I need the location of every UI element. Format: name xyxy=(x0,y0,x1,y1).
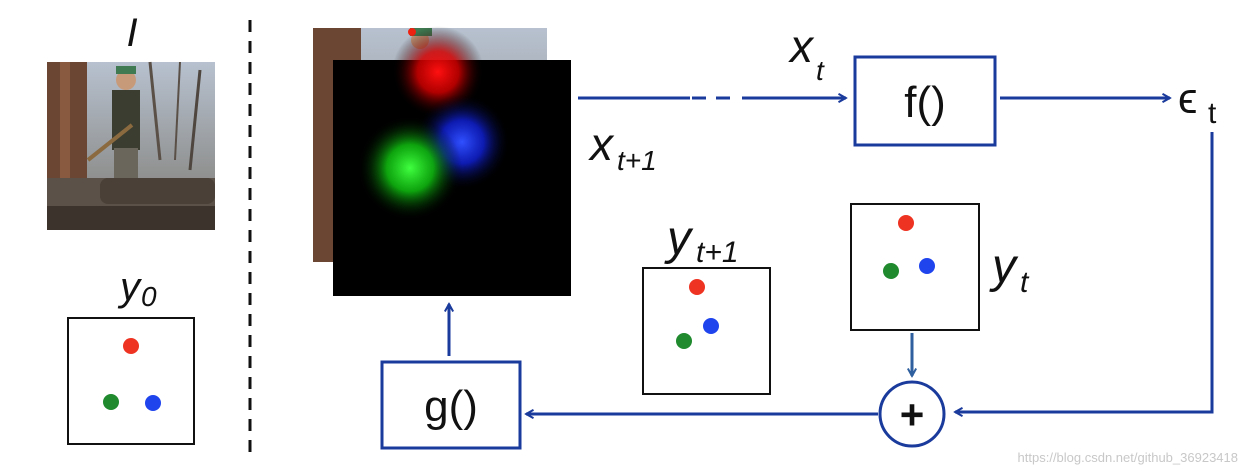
image-label: I xyxy=(126,11,137,55)
yt1-red-dot xyxy=(689,279,705,295)
y0-red-dot xyxy=(123,338,139,354)
yt-green-dot xyxy=(883,263,899,279)
eps-subscript: t xyxy=(1208,97,1217,130)
xt-subscript: t xyxy=(816,55,825,86)
y0-blue-dot xyxy=(145,395,161,411)
xt1-label: x xyxy=(588,118,615,170)
watermark-text: https://blog.csdn.net/github_36923418 xyxy=(1018,450,1238,465)
y0-keypoint-box xyxy=(68,318,194,444)
f-label: f() xyxy=(904,78,946,127)
yt-blue-dot xyxy=(919,258,935,274)
xt-label: x xyxy=(788,20,815,72)
yt-label: y xyxy=(989,240,1019,293)
input-photo xyxy=(47,62,215,230)
y0-label: y xyxy=(117,265,143,309)
yt1-label: y xyxy=(664,212,694,265)
yt-keypoint-box xyxy=(851,204,979,330)
eps-label: ϵ xyxy=(1178,74,1197,123)
plus-label: + xyxy=(900,391,925,438)
heatmap-image xyxy=(333,26,571,296)
xt1-subscript: t+1 xyxy=(617,145,657,176)
yt-subscript: t xyxy=(1020,266,1030,299)
yt1-blue-dot xyxy=(703,318,719,334)
yt1-subscript: t+1 xyxy=(696,236,739,269)
y0-green-dot xyxy=(103,394,119,410)
yt1-green-dot xyxy=(676,333,692,349)
yt-red-dot xyxy=(898,215,914,231)
g-label: g() xyxy=(424,382,478,431)
y0-subscript: 0 xyxy=(141,281,157,312)
